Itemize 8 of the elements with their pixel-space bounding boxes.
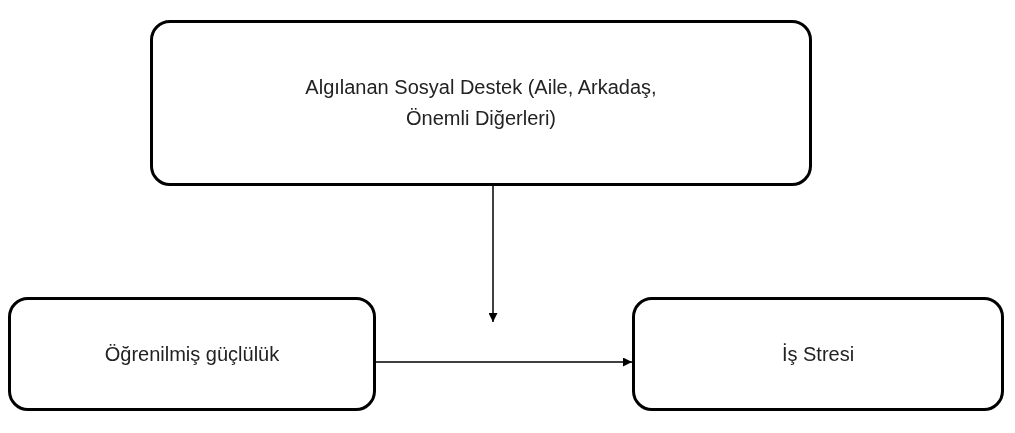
box-label: Algılanan Sosyal Destek (Aile, Arkadaş, Önemli Diğerleri)	[304, 75, 658, 131]
box-label: İş Stresi	[781, 341, 855, 367]
arrow	[375, 357, 633, 367]
process-box	[150, 20, 812, 186]
box-label: Öğrenilmiş güçlülük	[104, 341, 280, 367]
arrow	[488, 185, 498, 323]
process-box	[632, 297, 1004, 411]
process-box	[8, 297, 376, 411]
